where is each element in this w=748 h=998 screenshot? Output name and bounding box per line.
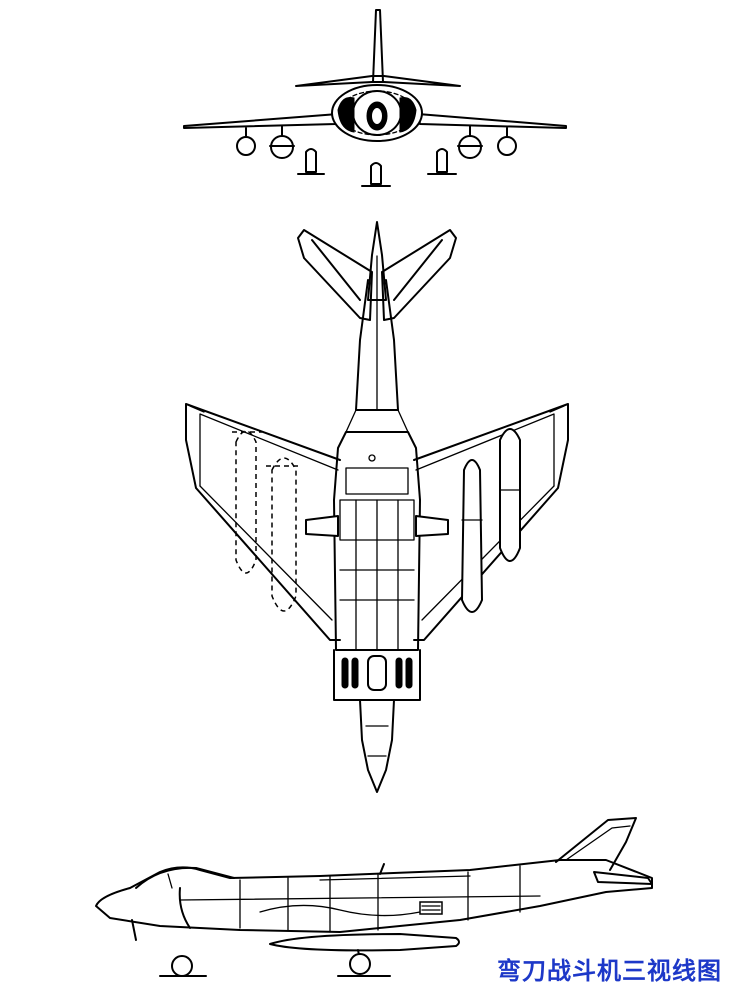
top-view: [185, 221, 569, 793]
side-view: [95, 817, 653, 977]
front-view: [183, 9, 567, 187]
diagram-caption: 弯刀战斗机三视线图: [497, 957, 722, 985]
